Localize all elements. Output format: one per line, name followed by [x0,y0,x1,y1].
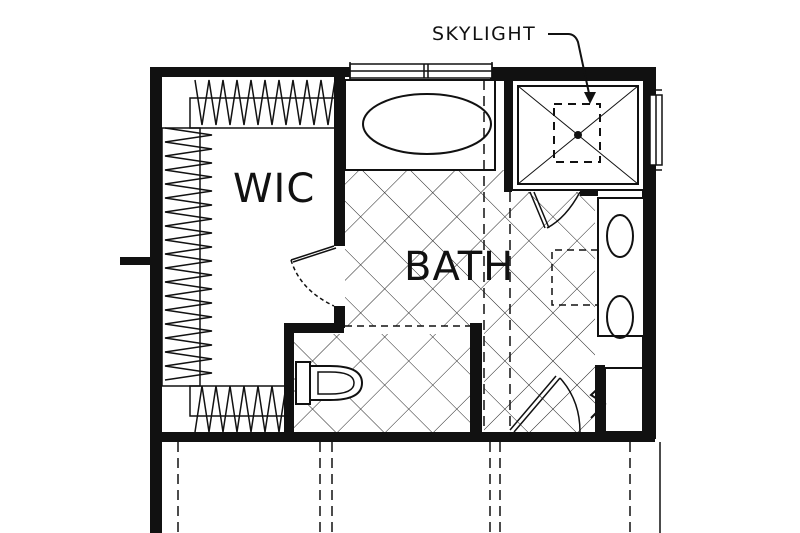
left-stub-wall [120,257,152,265]
skylight-label: SKYLIGHT [432,23,536,45]
wic-door [290,245,337,307]
bath-window [349,62,493,80]
sink-upper [606,214,634,258]
wic-closet-shelving [161,79,336,433]
shower-stall [511,79,645,191]
skylight-leader [548,33,596,104]
shower-window [649,94,663,166]
bath-tile-floor [345,170,595,436]
bath-entry-door [509,375,581,433]
shower-door [529,191,581,229]
linen-closet [589,367,644,433]
exterior-edge-lines [655,89,662,533]
vanity-dashed-cabinet [551,249,598,306]
sink-lower [606,295,634,339]
bath-label: BATH [404,244,514,290]
vanity [597,197,645,339]
bathtub [344,79,496,171]
wic-label: WIC [233,166,315,212]
skylight-outline [553,103,601,163]
toilet [295,361,364,405]
soffit-lines [177,80,631,533]
